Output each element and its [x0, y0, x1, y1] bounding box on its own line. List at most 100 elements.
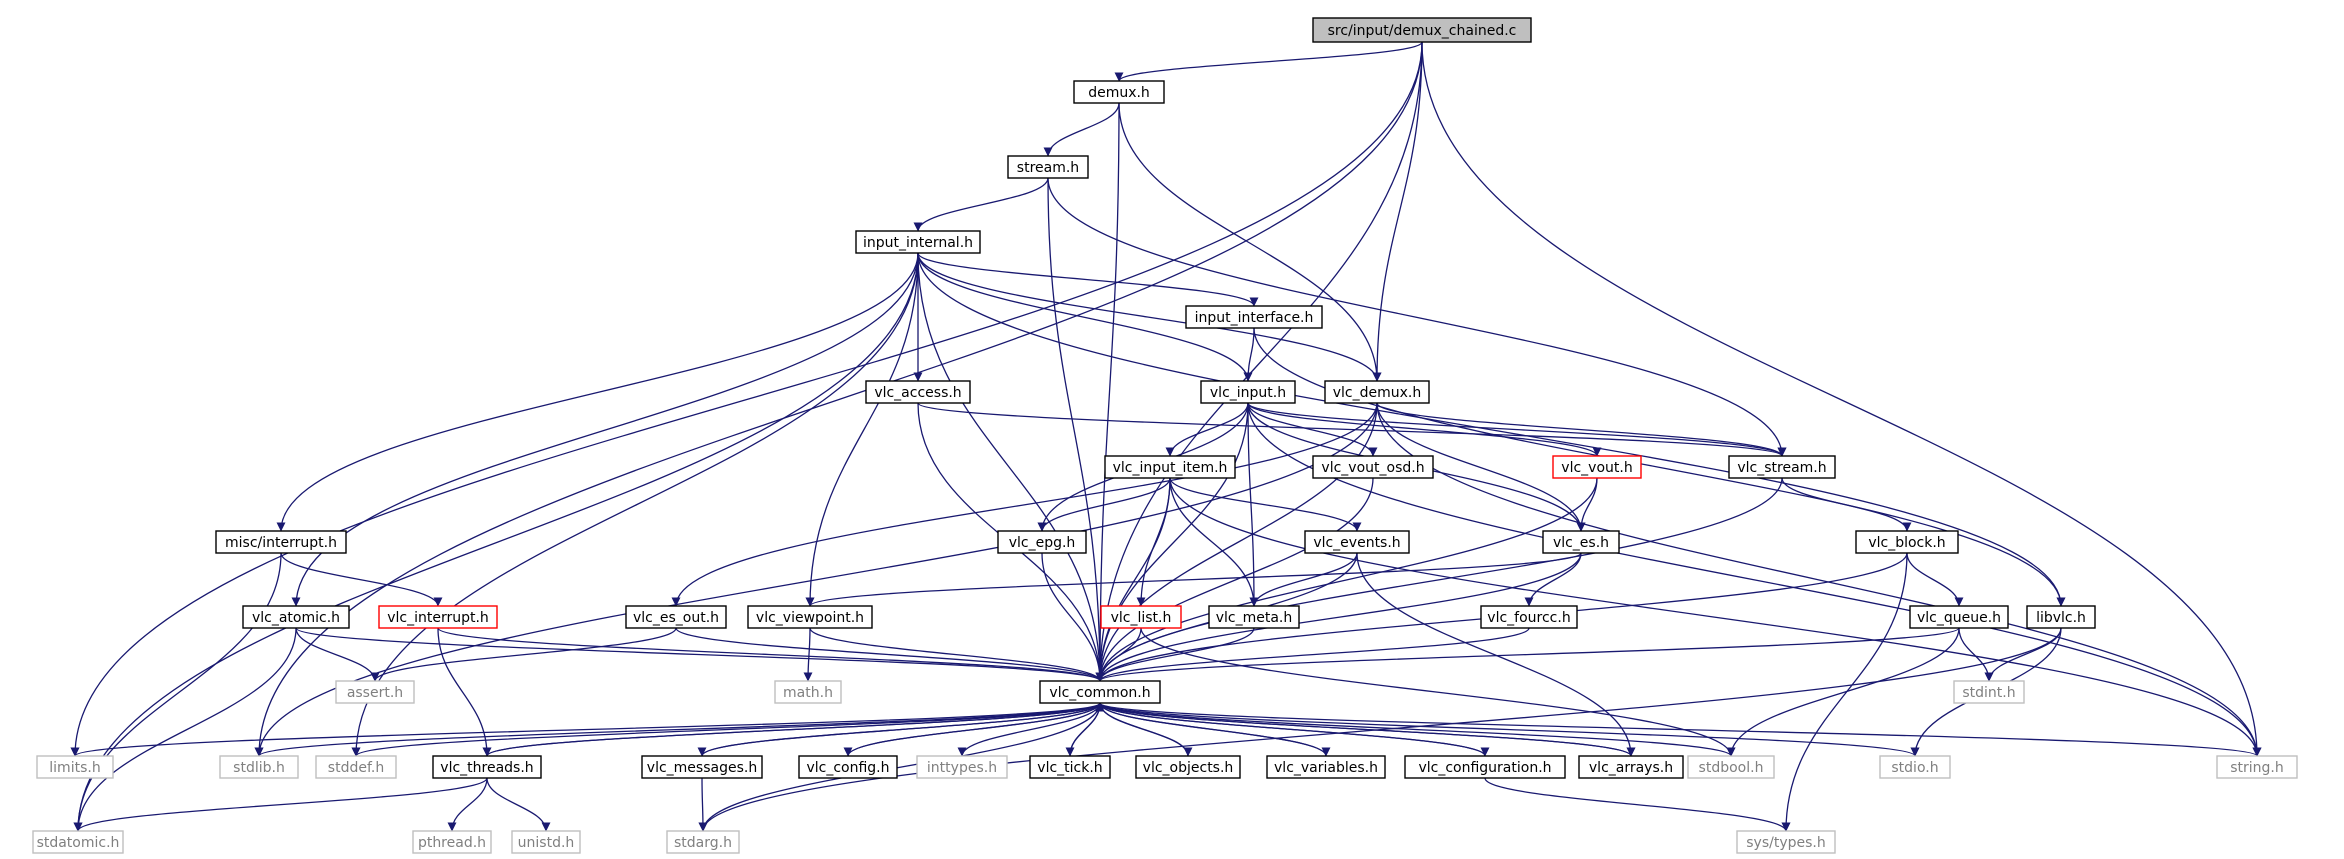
node-vlc-demux-h[interactable]: vlc_demux.h — [1324, 380, 1430, 404]
edge-vlc-demux-h-to-stdlib-h — [254, 402, 1378, 757]
node-vlc-messages-h[interactable]: vlc_messages.h — [641, 755, 763, 779]
node-vlc-stream-h[interactable]: vlc_stream.h — [1728, 455, 1836, 479]
node-vlc-arrays-h[interactable]: vlc_arrays.h — [1578, 755, 1684, 779]
node-vlc-input-item-h[interactable]: vlc_input_item.h — [1104, 455, 1236, 479]
edge-vlc-viewpoint-h-to-math-h — [803, 627, 813, 682]
edge-vlc-demux-h-to-vlc-es-h — [1376, 402, 1586, 532]
node-vlc-list-h[interactable]: vlc_list.h — [1100, 605, 1182, 629]
node-demux-h[interactable]: demux.h — [1073, 80, 1165, 104]
edge-root-to-limits-h — [70, 41, 1423, 757]
node-vlc-configuration-h[interactable]: vlc_configuration.h — [1404, 755, 1566, 779]
edge-input-internal-h-to-input-interface-h — [917, 252, 1259, 307]
edge-vlc-queue-h-to-stdbool-h — [1726, 627, 1960, 757]
node-vlc-vout-osd-h[interactable]: vlc_vout_osd.h — [1312, 455, 1434, 479]
edge-vlc-es-h-to-vlc-common-h — [1095, 552, 1582, 682]
node-label: vlc_list.h — [1111, 610, 1172, 626]
node-vlc-queue-h[interactable]: vlc_queue.h — [1909, 605, 2009, 629]
node-vlc-viewpoint-h[interactable]: vlc_viewpoint.h — [747, 605, 873, 629]
node-label: vlc_demux.h — [1333, 385, 1422, 401]
node-pthread-h: pthread.h — [412, 830, 492, 854]
node-vlc-interrupt-h[interactable]: vlc_interrupt.h — [378, 605, 498, 629]
node-box — [916, 755, 1008, 779]
edge-vlc-vout-osd-h-to-vlc-common-h — [1095, 477, 1374, 682]
node-label: vlc_interrupt.h — [387, 610, 489, 626]
node-vlc-es-h[interactable]: vlc_es.h — [1542, 530, 1620, 554]
node-box — [219, 755, 299, 779]
node-unistd-h: unistd.h — [511, 830, 581, 854]
node-libvlc-h[interactable]: libvlc.h — [2026, 605, 2096, 629]
edge-vlc-vout-h-to-vlc-common-h — [1095, 477, 1598, 682]
edge-vlc-demux-h-to-vlc-stream-h — [1376, 402, 1787, 457]
edge-vlc-variables-h-to-vlc-common-h — [1095, 702, 1327, 757]
node-label: vlc_configuration.h — [1418, 760, 1551, 776]
edge-vlc-common-h-to-limits-h — [70, 702, 1101, 757]
node-label: input_interface.h — [1195, 310, 1314, 326]
node-label: vlc_atomic.h — [252, 610, 340, 626]
node-vlc-block-h[interactable]: vlc_block.h — [1855, 530, 1959, 554]
node-box — [1879, 755, 1951, 779]
node-box — [1100, 605, 1182, 629]
node-label: stdatomic.h — [37, 835, 120, 851]
node-label: vlc_tick.h — [1037, 760, 1102, 776]
node-stream-h[interactable]: stream.h — [1007, 155, 1089, 179]
node-input-internal-h[interactable]: input_internal.h — [855, 230, 981, 254]
node-vlc-config-h[interactable]: vlc_config.h — [798, 755, 898, 779]
edge-vlc-input-h-to-vlc-vout-h — [1247, 402, 1602, 457]
node-vlc-meta-h[interactable]: vlc_meta.h — [1208, 605, 1300, 629]
edge-input-internal-h-to-stdatomic-h — [73, 252, 919, 832]
node-vlc-events-h[interactable]: vlc_events.h — [1304, 530, 1410, 554]
node-box — [1312, 17, 1532, 43]
node-vlc-es-out-h[interactable]: vlc_es_out.h — [625, 605, 727, 629]
node-input-interface-h[interactable]: input_interface.h — [1185, 305, 1323, 329]
node-assert-h: assert.h — [335, 680, 415, 704]
node-label: stdint.h — [1962, 685, 2015, 701]
node-vlc-atomic-h[interactable]: vlc_atomic.h — [242, 605, 350, 629]
node-vlc-epg-h[interactable]: vlc_epg.h — [997, 530, 1087, 554]
edge-vlc-interrupt-h-to-vlc-threads-h — [437, 627, 492, 757]
edge-input-internal-h-to-libvlc-h — [917, 252, 2066, 607]
node-box — [1104, 455, 1236, 479]
edge-input-internal-h-to-vlc-demux-h — [917, 252, 1382, 382]
node-vlc-objects-h[interactable]: vlc_objects.h — [1135, 755, 1241, 779]
node-label: stdbool.h — [1699, 760, 1764, 776]
edge-libvlc-h-to-stdarg-h — [698, 627, 2062, 832]
edge-vlc-input-h-to-vlc-meta-h — [1247, 402, 1259, 607]
node-box — [1404, 755, 1566, 779]
node-box — [666, 830, 740, 854]
edge-input-internal-h-to-vlc-common-h — [917, 252, 1105, 682]
node-vlc-fourcc-h[interactable]: vlc_fourcc.h — [1480, 605, 1578, 629]
node-vlc-vout-h[interactable]: vlc_vout.h — [1552, 455, 1642, 479]
node-vlc-tick-h[interactable]: vlc_tick.h — [1029, 755, 1111, 779]
edge-vlc-threads-h-to-stdatomic-h — [73, 777, 488, 832]
node-label: vlc_input_item.h — [1113, 460, 1228, 476]
edge-root-to-vlc-demux-h — [1372, 41, 1423, 382]
node-box — [865, 380, 971, 404]
node-label: unistd.h — [518, 835, 575, 851]
node-label: stdio.h — [1891, 760, 1938, 776]
edge-demux-h-to-vlc-demux-h — [1118, 102, 1382, 382]
node-root[interactable]: src/input/demux_chained.c — [1312, 17, 1532, 43]
node-inttypes-h: inttypes.h — [916, 755, 1008, 779]
node-misc-interrupt-h[interactable]: misc/interrupt.h — [215, 530, 347, 554]
node-label: vlc_es_out.h — [633, 610, 719, 626]
node-box — [641, 755, 763, 779]
node-vlc-access-h[interactable]: vlc_access.h — [865, 380, 971, 404]
node-vlc-common-h[interactable]: vlc_common.h — [1039, 680, 1161, 704]
edge-vlc-es-out-h-to-vlc-common-h — [675, 627, 1105, 682]
node-box — [511, 830, 581, 854]
edge-vlc-configuration-h-to-sys-types-h — [1484, 777, 1791, 832]
edge-vlc-threads-h-to-unistd-h — [486, 777, 551, 832]
edge-vlc-config-h-to-vlc-common-h — [847, 702, 1105, 757]
edge-input-internal-h-to-misc-interrupt-h — [276, 252, 919, 532]
node-label: vlc_objects.h — [1143, 760, 1234, 776]
edge-root-to-vlc-common-h — [1095, 41, 1423, 682]
node-math-h: math.h — [774, 680, 842, 704]
node-label: inttypes.h — [927, 760, 997, 776]
edge-vlc-common-h-to-string-h — [1099, 702, 2262, 757]
node-box — [855, 230, 981, 254]
node-vlc-threads-h[interactable]: vlc_threads.h — [432, 755, 542, 779]
node-vlc-input-h[interactable]: vlc_input.h — [1200, 380, 1296, 404]
node-vlc-variables-h[interactable]: vlc_variables.h — [1266, 755, 1386, 779]
node-label: demux.h — [1088, 85, 1150, 101]
